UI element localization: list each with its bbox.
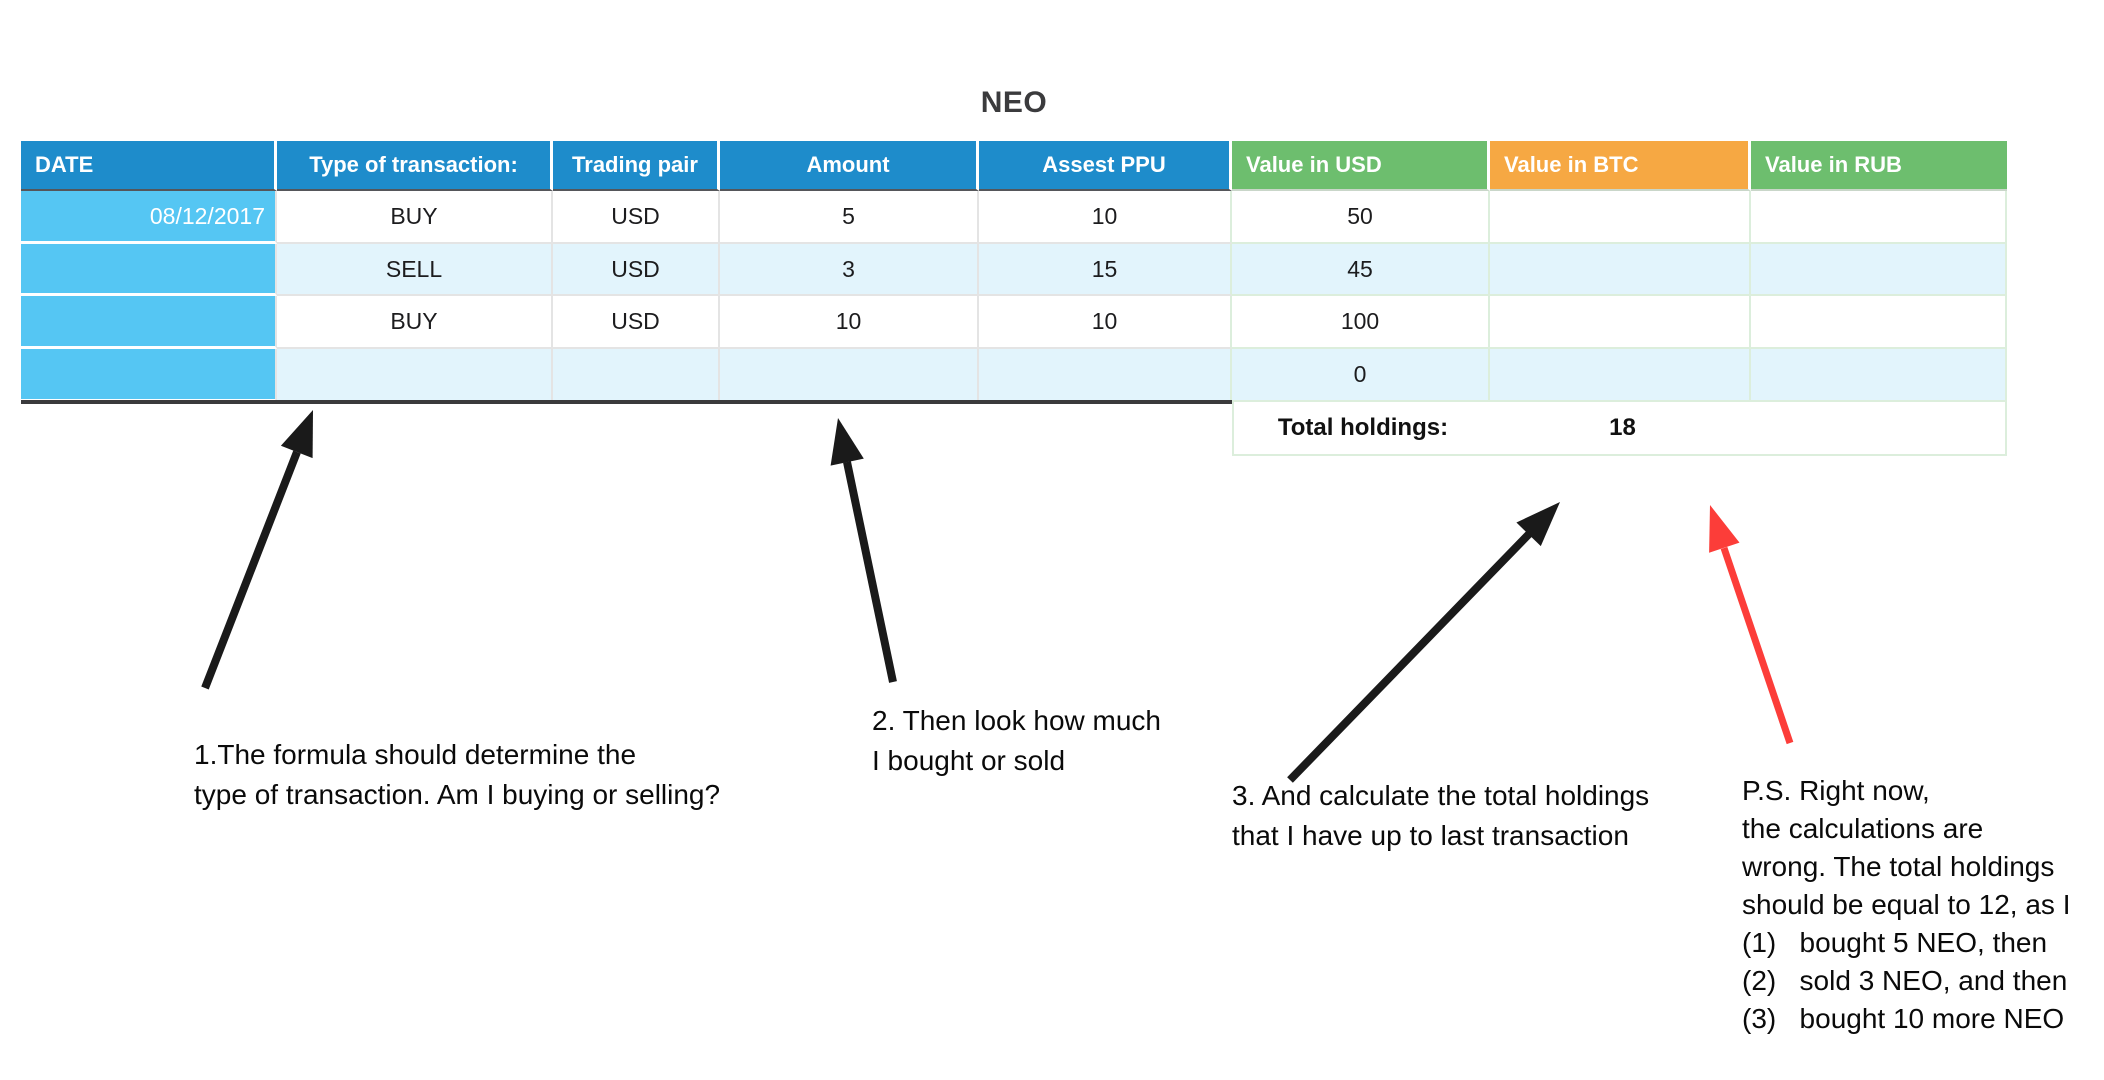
header-cell-date[interactable]: DATE (21, 141, 277, 191)
arrow-3-black (1287, 502, 1560, 783)
arrow-4-red (1709, 505, 1794, 745)
cell-r1-value-usd[interactable]: 50 (1232, 191, 1490, 244)
header-cell-value-in-rub[interactable]: Value in RUB (1751, 141, 2007, 191)
cell-r3-amount[interactable]: 10 (720, 296, 979, 349)
cell-r3-type[interactable]: BUY (277, 296, 553, 349)
cell-r4-date[interactable] (21, 349, 277, 402)
annotation-note-1: 1.The formula should determine the type … (194, 739, 721, 810)
annotation-note-3: 3. And calculate the total holdings that… (1232, 780, 1650, 851)
cell-r3-value-usd[interactable]: 100 (1232, 296, 1490, 349)
arrow-1-black (201, 410, 313, 690)
transactions-table: DATE Type of transaction: Trading pair A… (21, 141, 2007, 456)
header-cell-trading-pair[interactable]: Trading pair (553, 141, 720, 191)
cell-r2-type[interactable]: SELL (277, 244, 553, 296)
cell-r3-value-rub[interactable] (1751, 296, 2007, 349)
cell-r2-trading-pair[interactable]: USD (553, 244, 720, 296)
cell-r1-type[interactable]: BUY (277, 191, 553, 244)
header-cell-assest-ppu[interactable]: Assest PPU (979, 141, 1232, 191)
cell-r2-date[interactable] (21, 244, 277, 296)
cell-r1-assest-ppu[interactable]: 10 (979, 191, 1232, 244)
table-bottom-border (21, 400, 1232, 404)
total-holdings-label[interactable]: Total holdings: (1277, 414, 1449, 441)
header-cell-type-of-transaction[interactable]: Type of transaction: (277, 141, 553, 191)
cell-r4-amount[interactable] (720, 349, 979, 402)
total-holdings-value[interactable]: 18 (1609, 414, 1636, 441)
total-row: Total holdings: 18 (1232, 402, 2007, 456)
cell-r2-amount[interactable]: 3 (720, 244, 979, 296)
cell-r3-value-btc[interactable] (1490, 296, 1751, 349)
cell-r2-value-rub[interactable] (1751, 244, 2007, 296)
cell-r4-type[interactable] (277, 349, 553, 402)
cell-r3-date[interactable] (21, 296, 277, 349)
cell-r2-value-btc[interactable] (1490, 244, 1751, 296)
header-cell-amount[interactable]: Amount (720, 141, 979, 191)
cell-r4-value-rub[interactable] (1751, 349, 2007, 402)
cell-r1-value-rub[interactable] (1751, 191, 2007, 244)
annotation-ps: P.S. Right now, the calculations are wro… (1742, 775, 2071, 1034)
cell-r2-assest-ppu[interactable]: 15 (979, 244, 1232, 296)
header-cell-value-in-usd[interactable]: Value in USD (1232, 141, 1490, 191)
cell-r4-value-btc[interactable] (1490, 349, 1751, 402)
sheet-title: NEO (980, 86, 1048, 119)
header-cell-value-in-btc[interactable]: Value in BTC (1490, 141, 1751, 191)
cell-r3-assest-ppu[interactable]: 10 (979, 296, 1232, 349)
cell-r4-assest-ppu[interactable] (979, 349, 1232, 402)
cell-r1-value-btc[interactable] (1490, 191, 1751, 244)
cell-r1-trading-pair[interactable]: USD (553, 191, 720, 244)
cell-r3-trading-pair[interactable]: USD (553, 296, 720, 349)
cell-r1-amount[interactable]: 5 (720, 191, 979, 244)
cell-r2-value-usd[interactable]: 45 (1232, 244, 1490, 296)
cell-r1-date[interactable]: 08/12/2017 (21, 191, 277, 244)
annotation-note-2: 2. Then look how much I bought or sold (872, 705, 1161, 776)
arrow-2-black (830, 418, 897, 683)
cell-r4-value-usd[interactable]: 0 (1232, 349, 1490, 402)
cell-r4-trading-pair[interactable] (553, 349, 720, 402)
